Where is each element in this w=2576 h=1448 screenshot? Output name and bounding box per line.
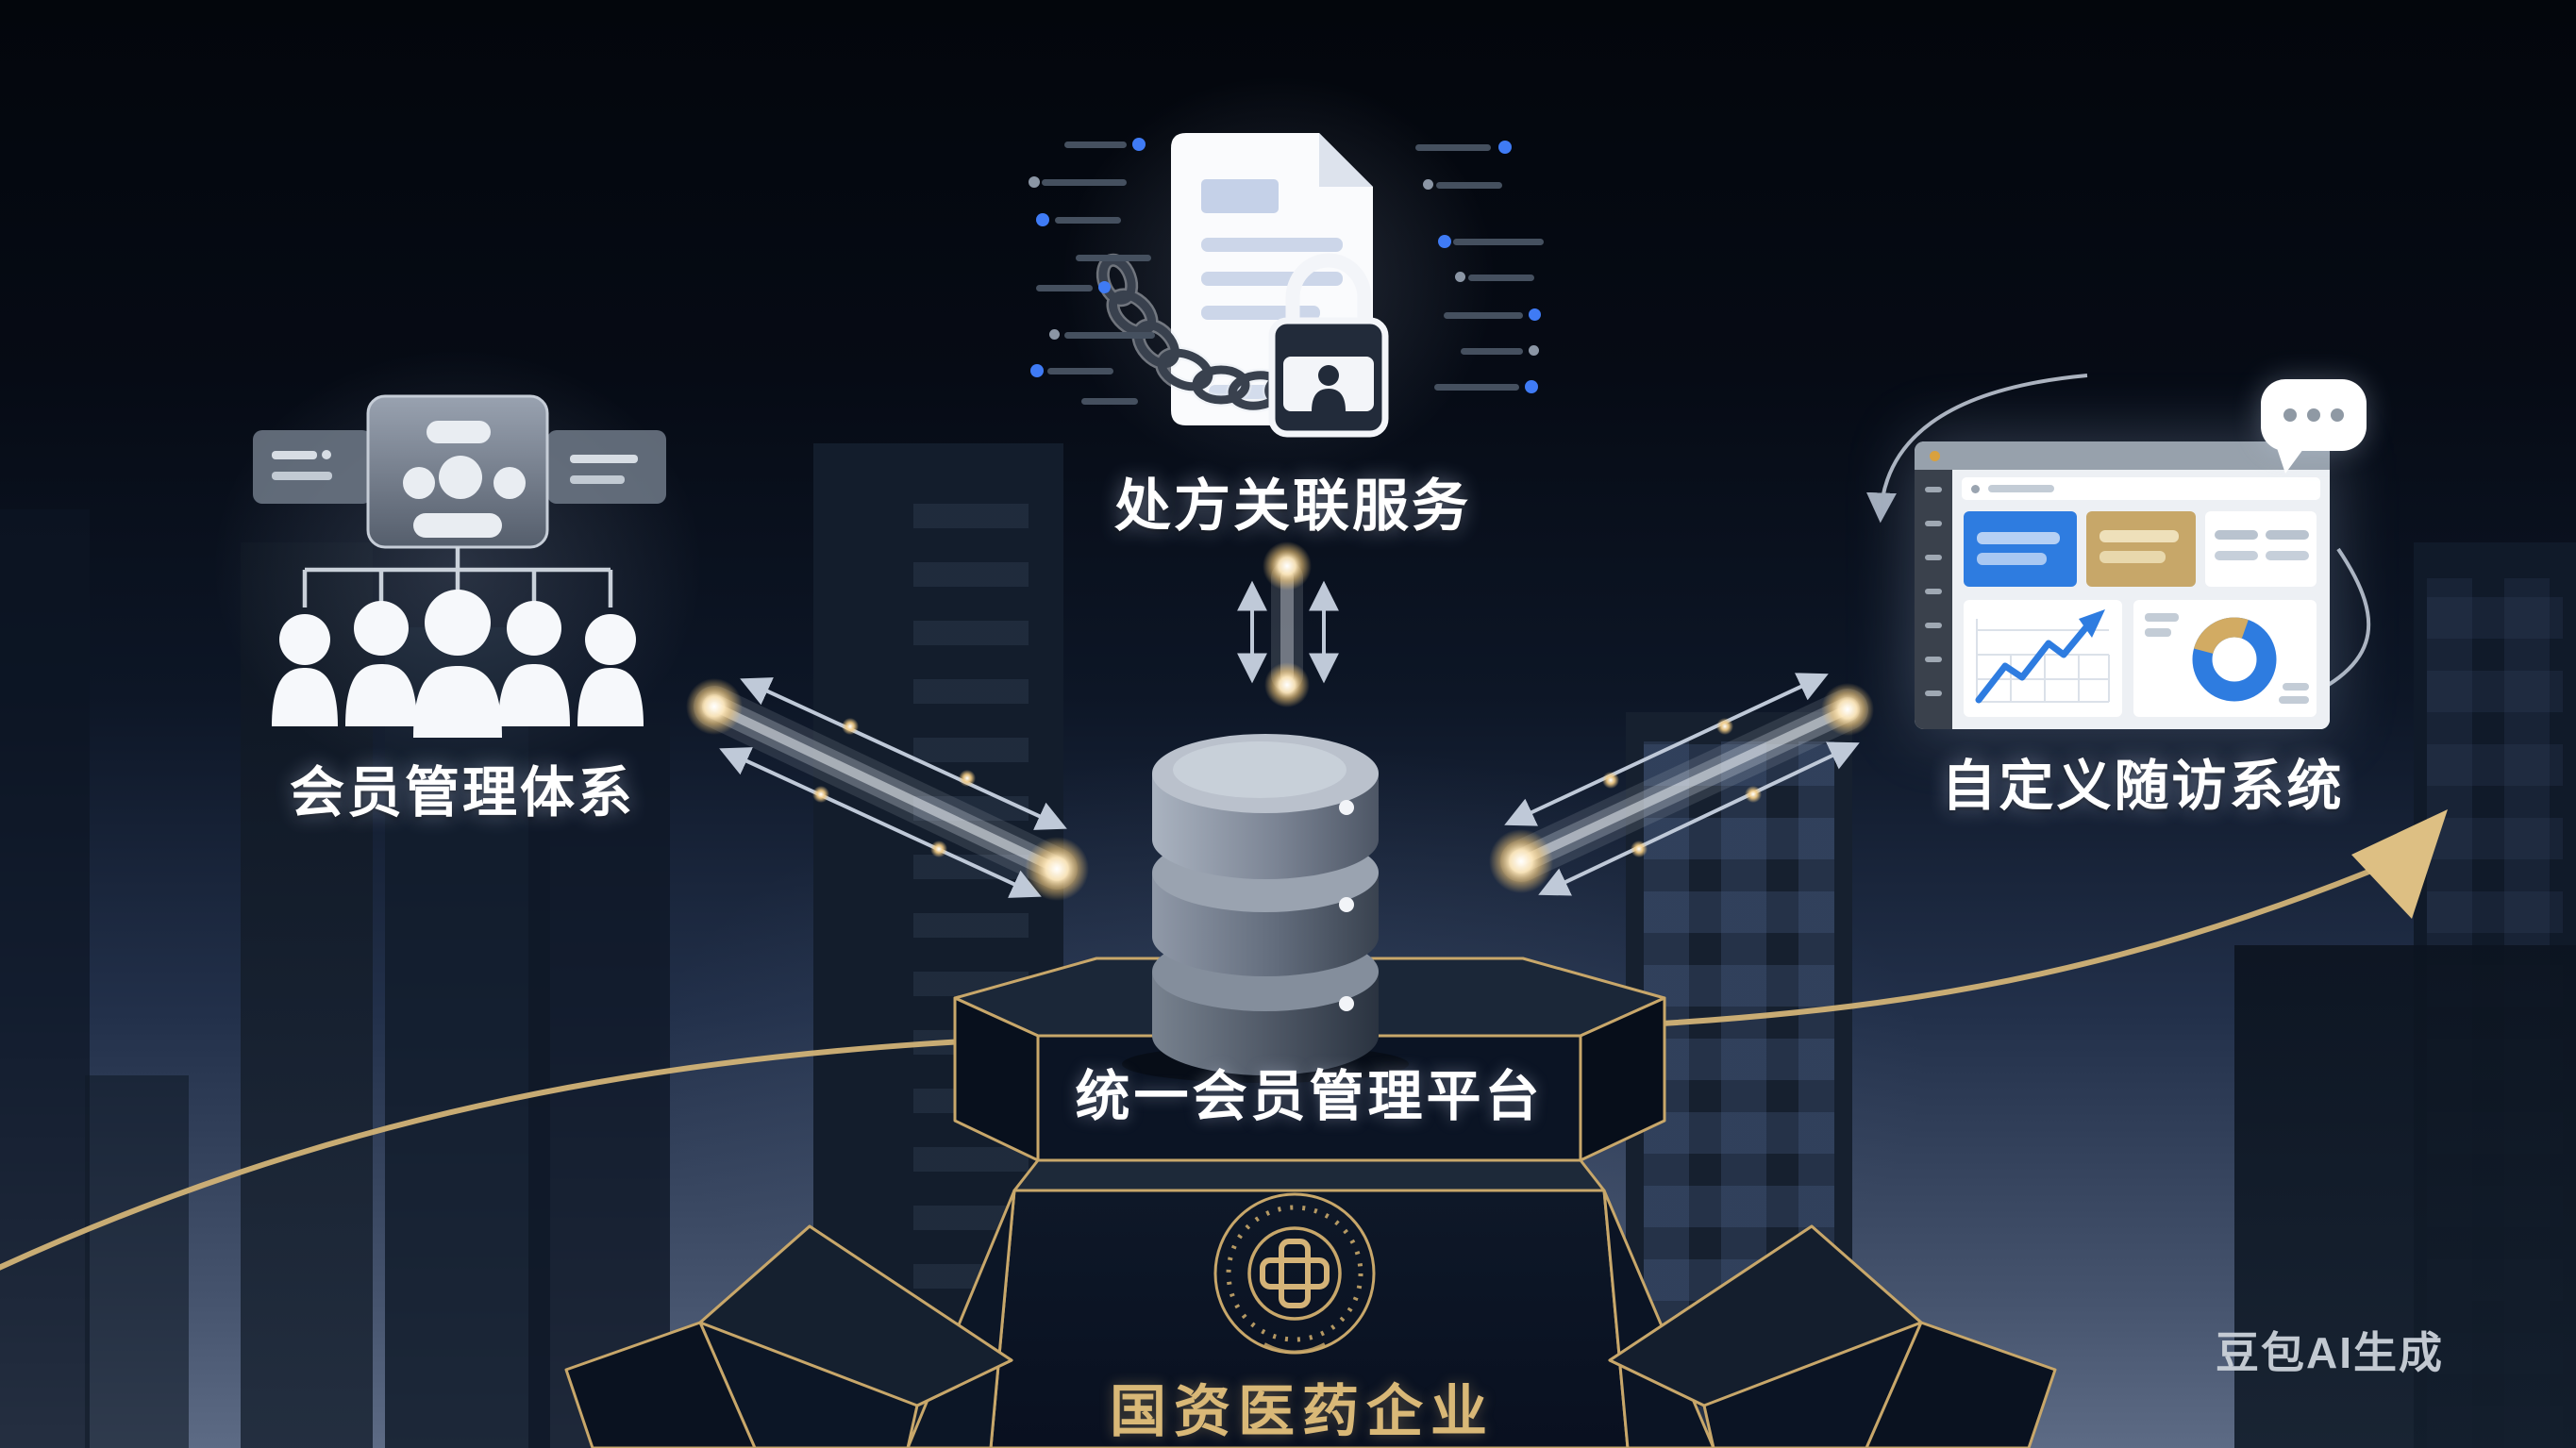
window-content bbox=[1952, 470, 2330, 729]
page-fold bbox=[1319, 133, 1373, 187]
org-structure-people-icon bbox=[212, 349, 703, 783]
growth-arrowhead bbox=[2351, 809, 2448, 919]
feature-label-prescription: 处方关联服务 bbox=[1114, 474, 1471, 538]
building-silhouette bbox=[85, 1075, 189, 1448]
platform-title: 统一会员管理平台 bbox=[1075, 1066, 1544, 1127]
pedestal-left-wing-top bbox=[698, 1224, 1013, 1407]
pedestal-right-wing-outer bbox=[1865, 1321, 2057, 1448]
data-stream-left bbox=[1029, 137, 1189, 410]
building-silhouette bbox=[2234, 945, 2576, 1448]
building-silhouette bbox=[0, 509, 90, 1448]
window-titlebar bbox=[1915, 441, 2330, 470]
org-side-card-left bbox=[253, 430, 372, 504]
padlock-icon bbox=[1268, 253, 1389, 438]
dashboard-window-icon bbox=[1915, 441, 2330, 729]
window-sidebar bbox=[1915, 470, 1952, 729]
bubble-ellipsis bbox=[2261, 379, 2367, 451]
stat-card-blue bbox=[1964, 511, 2077, 587]
data-pipe-vertical bbox=[1237, 541, 1339, 707]
line-chart-icon bbox=[1975, 609, 2110, 704]
data-pipe-left bbox=[686, 677, 1089, 901]
address-dot bbox=[1971, 485, 1980, 493]
address-text-bar bbox=[1988, 485, 2054, 492]
members-group-icon bbox=[272, 590, 644, 738]
stat-card-white bbox=[2205, 511, 2317, 587]
org-bracket bbox=[302, 547, 613, 607]
organization-name: 国资医药企业 bbox=[1110, 1380, 1495, 1443]
data-stream-right bbox=[1378, 137, 1557, 410]
donut-chart-icon bbox=[2192, 617, 2277, 702]
bubble-tail bbox=[2276, 445, 2306, 474]
feature-label-member: 会员管理体系 bbox=[289, 762, 635, 824]
address-bar bbox=[1962, 477, 2320, 500]
pedestal-left-wing-outer bbox=[564, 1321, 757, 1448]
ai-watermark: 豆包AI生成 bbox=[2216, 1328, 2444, 1377]
feature-label-followup: 自定义随访系统 bbox=[1941, 756, 2345, 817]
document-chain-padlock-icon bbox=[1062, 75, 1496, 481]
org-side-card-right bbox=[547, 430, 666, 504]
stat-card-gold bbox=[2086, 511, 2196, 587]
medical-cross-laurel-emblem bbox=[1213, 1192, 1376, 1355]
database-icon bbox=[1122, 734, 1409, 1083]
pedestal-base-bevel bbox=[1012, 1158, 1606, 1192]
data-pipe-right bbox=[1489, 673, 1874, 896]
line-chart-panel bbox=[1964, 600, 2122, 717]
donut-chart-panel bbox=[2133, 600, 2317, 717]
pedestal-right-wing-top bbox=[1608, 1224, 1923, 1407]
chat-bubble-icon bbox=[2261, 379, 2367, 474]
window-control-dot bbox=[1930, 451, 1940, 461]
